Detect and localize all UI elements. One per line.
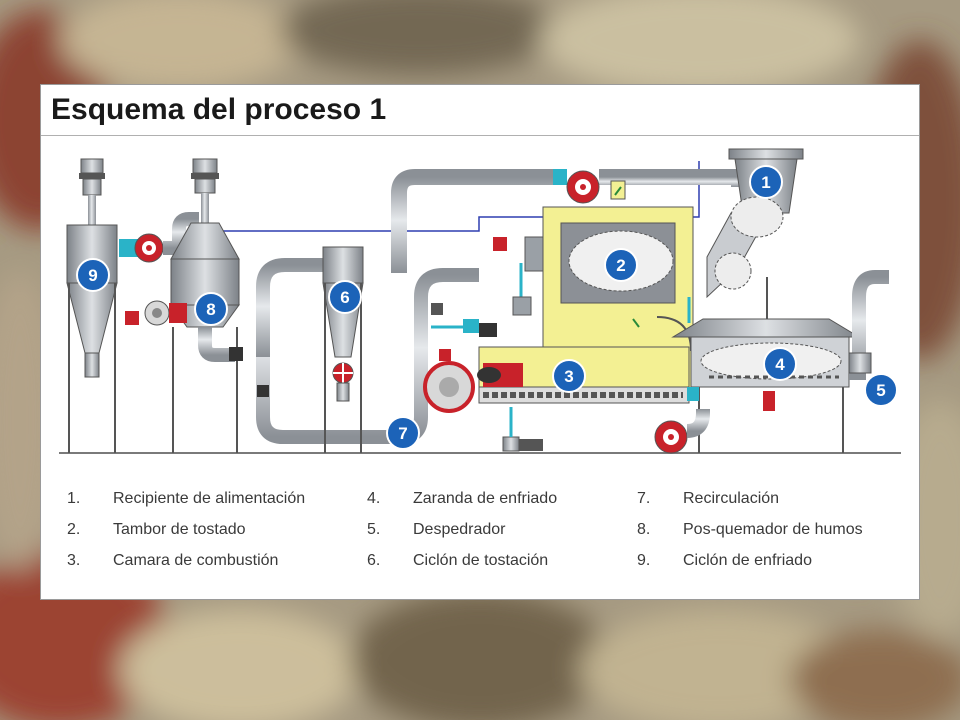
roaster bbox=[423, 206, 694, 452]
marker-label: 2 bbox=[616, 256, 625, 275]
exhaust-duct bbox=[391, 169, 559, 273]
marker-9: 9 bbox=[76, 258, 110, 292]
marker-circle bbox=[194, 292, 228, 326]
legend-item: 4.Zaranda de enfriado bbox=[367, 489, 558, 507]
title-divider bbox=[41, 135, 919, 136]
marker-label: 1 bbox=[761, 173, 770, 192]
legend-item: 5.Despedrador bbox=[367, 520, 506, 538]
legend-item: 6.Ciclón de tostación bbox=[367, 551, 549, 569]
marker-5: 5 bbox=[864, 373, 898, 407]
afterburner bbox=[125, 158, 243, 453]
marker-circle bbox=[763, 347, 797, 381]
cyclone-fan bbox=[119, 212, 199, 263]
marker-circle bbox=[76, 258, 110, 292]
marker-circle bbox=[749, 165, 783, 199]
marker-label: 7 bbox=[398, 424, 407, 443]
signal-line bbox=[199, 161, 700, 232]
marker-3: 3 bbox=[552, 359, 586, 393]
cooler-fan bbox=[654, 387, 710, 454]
marker-2: 2 bbox=[604, 248, 638, 282]
marker-label: 3 bbox=[564, 367, 573, 386]
legend-item: 8.Pos-quemador de humos bbox=[637, 520, 863, 538]
marker-circle bbox=[604, 248, 638, 282]
legend-item: 2.Tambor de tostado bbox=[67, 520, 246, 538]
cooling-cyclone bbox=[66, 158, 118, 453]
legend-item: 7.Recirculación bbox=[637, 489, 780, 507]
process-diagram: 1 2 3 4 5 6 7 8 9 bbox=[59, 148, 901, 454]
marker-circle bbox=[386, 416, 420, 450]
legend-column-1: 1.Recipiente de alimentación 2.Tambor de… bbox=[63, 483, 305, 576]
roaster-fan bbox=[553, 169, 626, 204]
marker-label: 5 bbox=[876, 381, 885, 400]
roasting-cyclone bbox=[322, 246, 364, 453]
marker-label: 6 bbox=[340, 288, 349, 307]
legend-item: 1.Recipiente de alimentación bbox=[67, 489, 306, 507]
marker-label: 4 bbox=[775, 355, 785, 374]
legend-column-3: 7.Recirculación 8.Pos-quemador de humos … bbox=[633, 483, 863, 576]
marker-circle bbox=[864, 373, 898, 407]
marker-circle bbox=[552, 359, 586, 393]
legend-column-2: 4.Zaranda de enfriado 5.Despedrador 6.Ci… bbox=[363, 483, 557, 576]
legend-item: 3.Camara de combustión bbox=[67, 551, 279, 569]
marker-label: 8 bbox=[206, 300, 215, 319]
page-title: Esquema del proceso 1 bbox=[51, 93, 387, 126]
content-panel: Esquema del proceso 1 bbox=[40, 84, 920, 600]
marker-4: 4 bbox=[763, 347, 797, 381]
legend-item: 9.Ciclón de enfriado bbox=[637, 551, 812, 569]
marker-6: 6 bbox=[328, 280, 362, 314]
marker-7: 7 bbox=[386, 416, 420, 450]
marker-layer: 1 2 3 4 5 6 7 8 9 bbox=[76, 165, 898, 450]
marker-8: 8 bbox=[194, 292, 228, 326]
marker-circle bbox=[328, 280, 362, 314]
marker-label: 9 bbox=[88, 266, 97, 285]
cooler-duct bbox=[849, 270, 889, 380]
marker-1: 1 bbox=[749, 165, 783, 199]
